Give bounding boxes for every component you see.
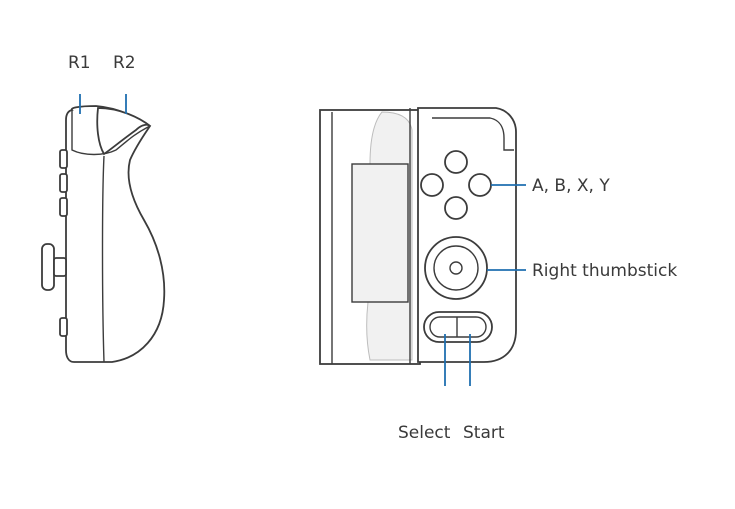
side-thumbstick-cap (41, 243, 55, 291)
button-y (420, 173, 444, 197)
side-view-controller: R1 R2 (41, 53, 166, 363)
button-b (444, 196, 468, 220)
thumbstick-cap (433, 245, 479, 291)
front-view-top-rim (432, 117, 514, 151)
side-thumbstick-stem (53, 257, 67, 277)
side-button-3 (59, 197, 68, 217)
select-start-inner (429, 316, 487, 338)
front-view-controller: A, B, X, Y Right thumbstick Select Start (319, 107, 677, 443)
r2-trigger (96, 107, 151, 156)
side-button-1 (59, 149, 68, 169)
button-a (468, 173, 492, 197)
abxy-buttons (420, 150, 492, 220)
select-label: Select (398, 423, 451, 443)
thumbstick-center-dot (449, 261, 463, 275)
side-view-seam (101, 155, 105, 363)
select-start-buttons (423, 311, 493, 343)
phone-holder-inner (351, 111, 413, 361)
abxy-label: A, B, X, Y (532, 176, 610, 196)
side-button-4 (59, 317, 68, 337)
select-start-housing (423, 311, 493, 343)
right-thumbstick-label: Right thumbstick (532, 261, 677, 281)
start-label: Start (463, 423, 505, 443)
button-x (444, 150, 468, 174)
r1-label: R1 (68, 53, 91, 73)
side-view-trigger-housing (71, 110, 151, 156)
right-thumbstick (424, 236, 488, 300)
front-view-body (417, 107, 517, 363)
r2-label: R2 (113, 53, 136, 73)
side-button-2 (59, 173, 68, 193)
phone-holder-slot (351, 163, 409, 303)
